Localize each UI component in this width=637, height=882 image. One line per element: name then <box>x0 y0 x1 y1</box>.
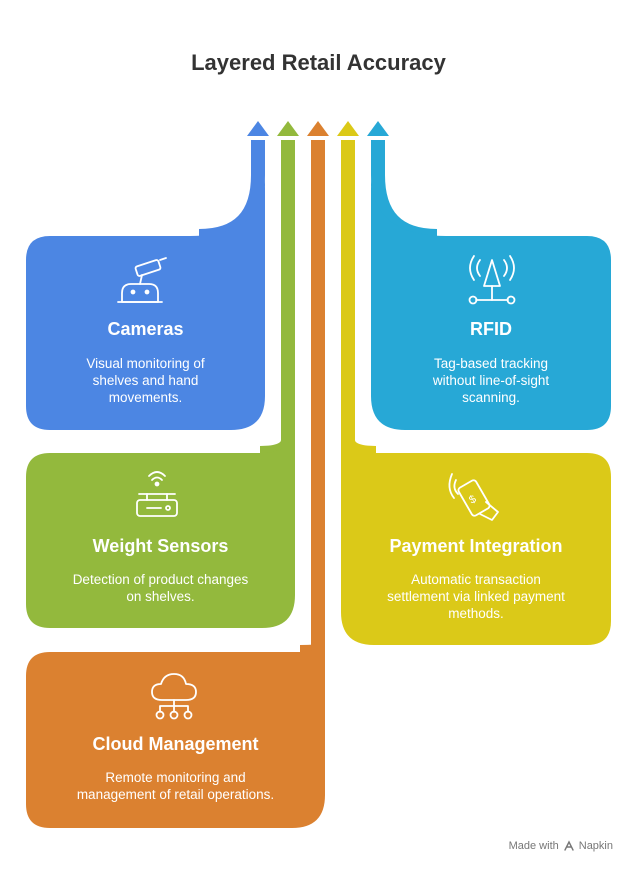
card-title-weight-sensors: Weight Sensors <box>92 536 229 556</box>
desc-line: Automatic transaction <box>411 572 541 587</box>
card-desc-cloud-management: Remote monitoring and management of reta… <box>26 769 325 803</box>
desc-line: shelves and hand <box>92 373 199 388</box>
card-title-payment-integration: Payment Integration <box>389 536 563 556</box>
cloud-network-icon <box>151 673 197 720</box>
contactless-payment-icon: $ <box>448 473 499 521</box>
security-camera-icon <box>117 257 167 303</box>
desc-line: methods. <box>448 606 504 621</box>
card-cloud-management <box>26 630 325 828</box>
card-title-cloud-management: Cloud Management <box>92 734 259 754</box>
card-desc-payment-integration: Automatic transaction settlement via lin… <box>341 571 611 622</box>
desc-line: on shelves. <box>126 589 195 604</box>
rfid-antenna-icon <box>468 255 516 305</box>
arrowhead-orange <box>307 121 329 136</box>
desc-line: Tag-based tracking <box>433 356 549 371</box>
desc-line: scanning. <box>462 390 520 405</box>
svg-text:$: $ <box>467 493 478 506</box>
made-with-footer[interactable]: Made with Napkin <box>509 840 613 852</box>
desc-line: movements. <box>108 390 183 405</box>
card-rfid <box>371 175 611 430</box>
card-title-cameras: Cameras <box>107 319 184 339</box>
card-desc-rfid: Tag-based tracking without line-of-sight… <box>371 355 611 406</box>
desc-line: Remote monitoring and <box>105 770 246 785</box>
card-payment-integration <box>341 420 611 645</box>
card-shapes <box>26 175 611 828</box>
arrowhead-blue <box>247 121 269 136</box>
desc-line: management of retail operations. <box>76 787 275 802</box>
desc-line: settlement via linked payment <box>387 589 565 604</box>
card-title-rfid: RFID <box>470 319 512 339</box>
footer-brand: Napkin <box>578 840 613 852</box>
desc-line: without line-of-sight <box>432 373 550 388</box>
page-title: Layered Retail Accuracy <box>191 50 446 75</box>
arrowhead-green <box>277 121 299 136</box>
card-desc-cameras: Visual monitoring of shelves and hand mo… <box>26 355 265 406</box>
card-desc-weight-sensors: Detection of product changes on shelves. <box>26 571 295 605</box>
arrowhead-yellow <box>337 121 359 136</box>
card-weight-sensors <box>26 420 295 628</box>
footer-prefix: Made with <box>508 840 559 852</box>
arrow-heads <box>247 121 389 136</box>
scale-icon <box>136 471 178 517</box>
napkin-logo-icon <box>564 840 574 851</box>
desc-line: Visual monitoring of <box>86 356 205 371</box>
desc-line: Detection of product changes <box>72 572 249 587</box>
arrowhead-cyan <box>367 121 389 136</box>
